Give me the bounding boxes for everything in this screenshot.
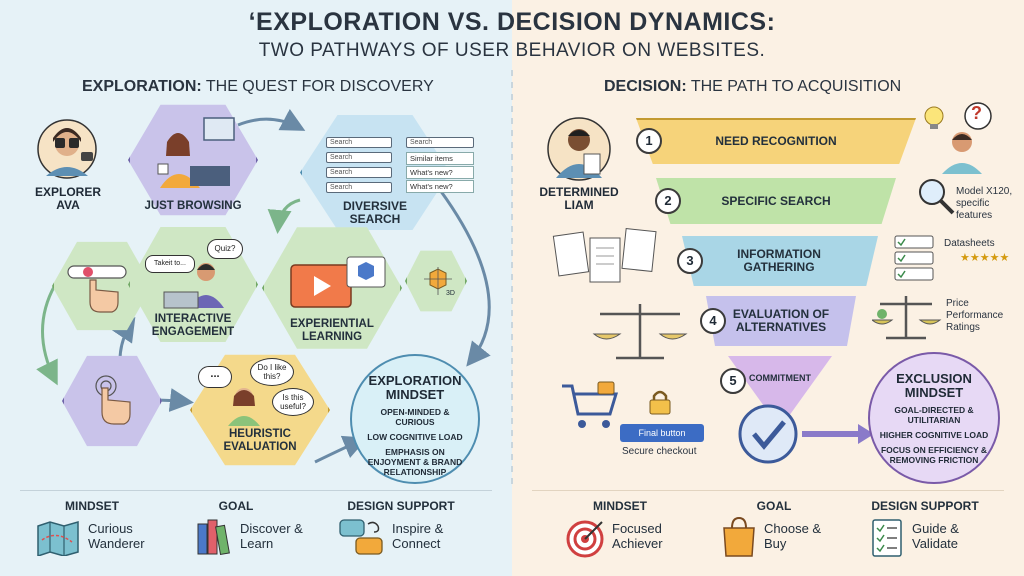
left-bottom-goal-heading: GOAL	[218, 499, 254, 513]
hex-3d-model	[405, 250, 467, 312]
scale-price-icon	[872, 296, 942, 340]
lock-icon	[649, 390, 671, 415]
thinking-person-icon	[228, 388, 260, 426]
right-bottom-rule	[532, 490, 1004, 491]
exploration-mindset-item-1: OPEN-MINDED & CURIOUS	[380, 407, 450, 427]
clipboard-checklist-icon	[872, 519, 902, 557]
shopping-cart-icon	[562, 381, 619, 428]
hex-just-browsing	[128, 104, 258, 216]
video-play-icon	[290, 256, 386, 308]
funnel-stage-2-label: SPECIFIC SEARCH	[721, 194, 831, 208]
page-subtitle: TWO PATHWAYS OF USER BEHAVIOR ON WEBSITE…	[258, 40, 766, 61]
final-button[interactable]: Final button	[620, 424, 704, 442]
interactive-person-icon	[163, 263, 224, 309]
exploration-mindset-circle: EXPLORATION MINDSET OPEN-MINDED & CURIOU…	[350, 354, 480, 484]
question-mark-icon: ?	[971, 103, 982, 123]
bubble-takeit: Takeit to...	[145, 255, 195, 273]
decision-heading: DECISION: THE PATH TO ACQUISITION	[604, 78, 902, 95]
left-bottom-goal-value: Discover & Learn	[240, 521, 303, 551]
explorer-ava-avatar	[37, 119, 97, 179]
exclusion-mindset-circle: EXCLUSION MINDSET GOAL-DIRECTED & UTILIT…	[868, 352, 1000, 484]
right-bottom-goal-value: Choose & Buy	[764, 521, 822, 551]
search-box-2[interactable]: Search	[326, 152, 392, 163]
determined-liam-avatar	[547, 117, 611, 181]
funnel-stage-4-label: EVALUATION OF ALTERNATIVES	[732, 307, 830, 334]
left-bottom-rule	[20, 490, 492, 491]
three-d-label: 3D	[446, 290, 455, 297]
funnel-stage-2	[656, 178, 896, 224]
step-3-badge: 3	[677, 248, 703, 274]
funnel-stage-5-label: COMMITMENT	[749, 373, 811, 383]
pointer-hand-icon	[67, 265, 127, 313]
checklist-icon	[894, 235, 934, 281]
hex-diversive-search-label: DIVERSIVE SEARCH	[342, 199, 408, 226]
exclusion-mindset-item-2: HIGHER COGNITIVE LOAD	[879, 430, 989, 440]
funnel-stage-4	[706, 296, 856, 346]
exclusion-mindset-title: EXCLUSION MINDSET	[896, 371, 972, 400]
step-4-badge: 4	[700, 308, 726, 334]
hex-experiential-learning	[262, 227, 402, 349]
browsing-person-icon	[157, 117, 235, 188]
right-bottom-design-value: Guide & Validate	[912, 521, 959, 551]
search-box-1[interactable]: Search	[326, 137, 392, 148]
search-box-3[interactable]: Search	[326, 167, 392, 178]
hex-just-browsing-label: JUST BROWSING	[144, 200, 242, 212]
funnel-stage-1	[636, 118, 916, 164]
bubble-quiz: Quiz?	[207, 239, 243, 259]
left-bottom-design-heading: DESIGN SUPPORT	[347, 499, 455, 513]
shopping-bag-icon	[723, 516, 755, 557]
suggestion-whats-new-2[interactable]: What's new?	[406, 180, 474, 193]
exploration-mindset-item-3: EMPHASIS ON ENJOYMENT & BRAND RELATIONSH…	[367, 447, 463, 477]
rating-stars: ★★★★★	[960, 252, 1010, 264]
documents-icon	[552, 227, 657, 283]
exclusion-mindset-item-1: GOAL-DIRECTED & UTILITARIAN	[894, 405, 974, 425]
exploration-mindset-item-2: LOW COGNITIVE LOAD	[367, 432, 463, 442]
right-bottom-goal-heading: GOAL	[756, 499, 792, 513]
books-icon	[197, 519, 230, 556]
hex-interactive-engagement-label: INTERACTIVE ENGAGEMENT	[151, 313, 235, 338]
step-2-badge: 2	[655, 188, 681, 214]
right-bottom-mindset-heading: MINDSET	[593, 499, 647, 513]
scale-balance-icon	[592, 304, 688, 360]
datasheets-note: Datasheets	[944, 238, 995, 249]
page-title: ‘EXPLORATION VS. DECISION DYNAMICS:	[248, 8, 776, 36]
exclusion-mindset-item-3: FOCUS ON EFFICIENCY & REMOVING FRICTION	[880, 445, 988, 465]
funnel-stage-1-label: NEED RECOGNITION	[715, 134, 837, 148]
explorer-ava-label: EXPLORER AVA	[34, 185, 101, 212]
left-bottom-mindset-value: Curious Wanderer	[88, 521, 145, 551]
bubble-do-i-like-this: Do I like this?	[250, 358, 294, 386]
touch-hand-icon	[95, 375, 131, 425]
secure-checkout-note: Secure checkout	[622, 446, 697, 457]
step-1-badge: 1	[636, 128, 662, 154]
exploration-mindset-title: EXPLORATION MINDSET	[368, 373, 462, 402]
step-5-badge: 5	[720, 368, 746, 394]
hex-experiential-learning-label: EXPERIENTIAL LEARNING	[290, 318, 374, 343]
panel-divider	[511, 70, 513, 490]
left-bottom-design-value: Inspire & Connect	[392, 521, 444, 551]
checkmark-arrow-icon	[738, 404, 874, 464]
cube-3d-icon	[424, 267, 452, 295]
right-bottom-mindset-value: Focused Achiever	[612, 521, 663, 551]
funnel-stage-3-label: INFORMATION GATHERING	[737, 247, 821, 274]
chat-link-icon	[339, 519, 383, 555]
bubble-is-this-useful: Is this useful?	[272, 388, 314, 416]
exploration-heading: EXPLORATION: THE QUEST FOR DISCOVERY	[82, 78, 434, 95]
price-performance-note: Price Performance Ratings	[946, 298, 1004, 333]
right-bottom-design-heading: DESIGN SUPPORT	[871, 499, 979, 513]
search-box-main[interactable]: Search	[406, 137, 474, 148]
magnifier-icon	[919, 179, 955, 215]
search-box-4[interactable]: Search	[326, 182, 392, 193]
suggestion-similar-items[interactable]: Similar items	[406, 152, 474, 165]
funnel-stage-3	[682, 236, 878, 286]
determined-liam-label: DETERMINED LIAM	[539, 185, 619, 212]
hex-heuristic-evaluation-label: HEURISTIC EVALUATION	[223, 428, 297, 453]
target-icon	[566, 520, 604, 558]
left-bottom-mindset-heading: MINDSET	[65, 499, 119, 513]
model-note: Model X120, specific features	[956, 186, 1013, 221]
map-icon	[37, 521, 79, 556]
idea-person-icon	[924, 102, 992, 174]
suggestion-whats-new-1[interactable]: What's new?	[406, 166, 474, 179]
bubble-dots: ...	[198, 366, 232, 388]
